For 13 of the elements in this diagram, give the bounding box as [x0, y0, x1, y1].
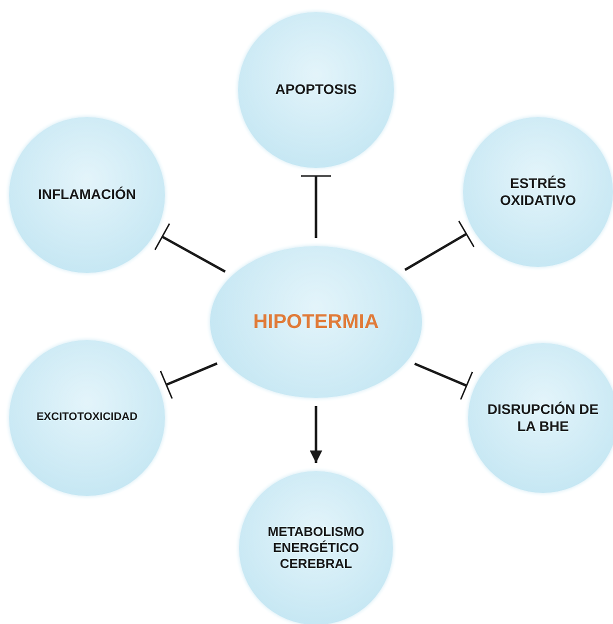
node-label: METABOLISMO ENERGÉTICO CEREBRAL: [266, 524, 366, 572]
inhibition-line: [160, 362, 218, 400]
inhibition-line: [404, 220, 475, 271]
node-label: ESTRÉS OXIDATIVO: [499, 174, 577, 210]
node-label: DISRUPCIÓN DE LA BHE: [486, 400, 600, 436]
node-label: INFLAMACIÓN: [37, 186, 137, 204]
inhibition-line: [300, 175, 332, 238]
node-label: APOPTOSIS: [274, 81, 358, 99]
inhibition-line: [414, 362, 474, 400]
inhibition-line: [154, 222, 226, 273]
node-label: EXCITOTOXICIDAD: [35, 411, 139, 425]
arrow: [310, 406, 322, 463]
central-label: HIPOTERMIA: [252, 310, 380, 334]
